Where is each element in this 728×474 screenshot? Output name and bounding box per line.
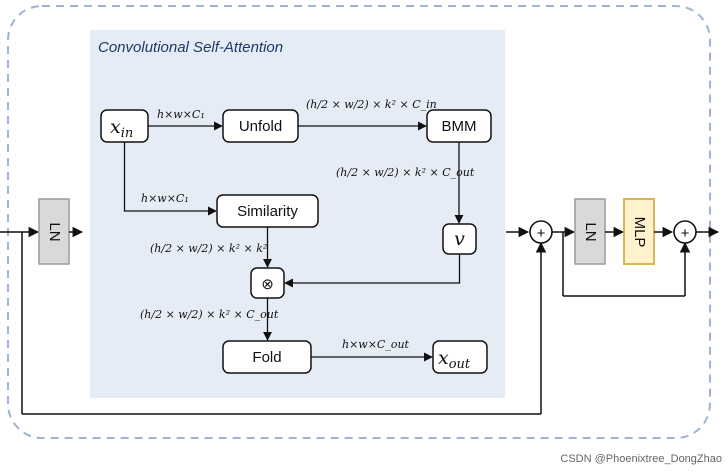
x-in-sub: in (121, 126, 134, 141)
dim-similarity-otimes: (h/2 × w/2) × k² × k² (150, 242, 267, 255)
x-in-label: xin (110, 116, 133, 141)
fold-label: Fold (252, 349, 281, 366)
plus2-label: + (681, 225, 690, 242)
ln-right-label: LN (582, 222, 599, 241)
mlp-label: MLP (631, 217, 648, 248)
dim-xin-unfold: h×w×C₁ (157, 108, 205, 121)
panel-title: Convolutional Self-Attention (98, 39, 283, 56)
x-out-base: x (438, 347, 449, 369)
otimes-label: ⊗ (261, 276, 274, 293)
dim-otimes-fold: (h/2 × w/2) × k² × C_out (140, 308, 279, 321)
dim-xin-similarity: h×w×C₁ (141, 192, 189, 205)
dim-fold-xout: h×w×C_out (342, 338, 410, 351)
unfold-label: Unfold (239, 118, 282, 135)
outer-block-border (7, 5, 711, 439)
mlp-box (623, 198, 655, 265)
ln-right-box (574, 198, 606, 265)
watermark-text: CSDN @Phoenixtree_DongZhao (560, 453, 722, 465)
x-out-label: xout (438, 347, 471, 372)
x-out-node (432, 340, 488, 374)
x-in-base: x (110, 116, 121, 138)
x-out-sub: out (449, 357, 471, 372)
bmm-label: BMM (442, 118, 477, 135)
v-label: v (454, 228, 465, 250)
similarity-label: Similarity (237, 203, 298, 220)
plus1-label: + (537, 225, 546, 242)
dim-unfold-bmm: (h/2 × w/2) × k² × C_in (306, 98, 437, 111)
arrow-xin-similarity (123, 142, 217, 216)
dim-bmm-v: (h/2 × w/2) × k² × C_out (336, 166, 475, 179)
ln-left-label: LN (46, 222, 63, 241)
arrow-v-otimes (284, 254, 461, 288)
